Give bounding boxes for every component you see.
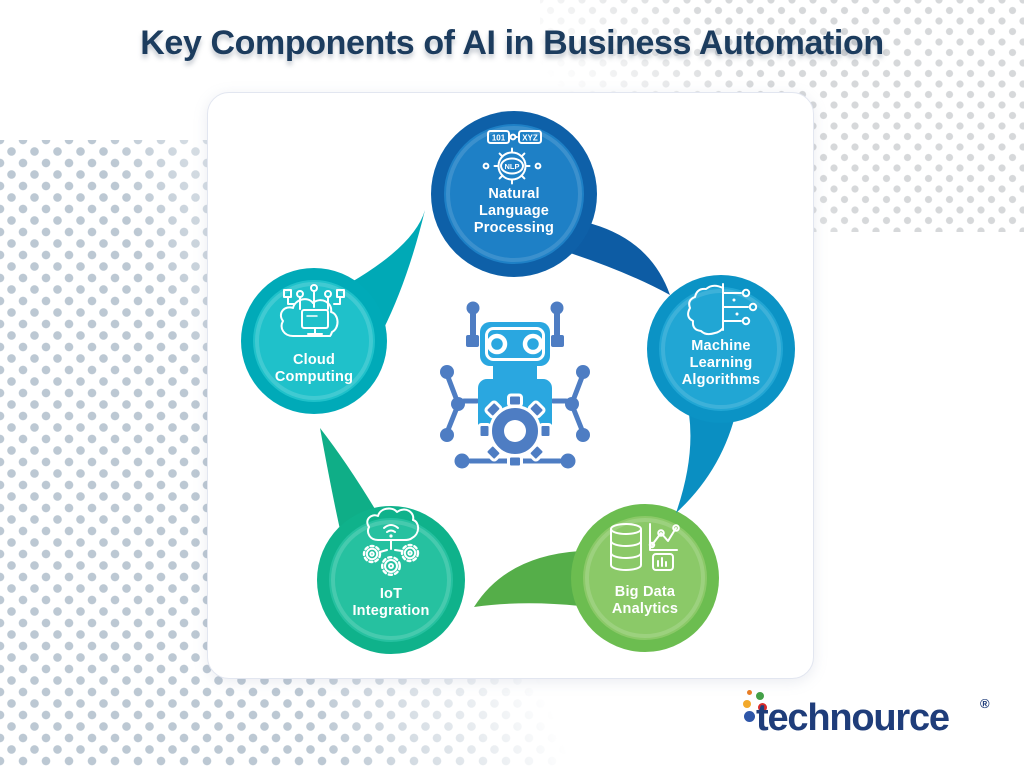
label-line: IoT xyxy=(379,586,403,602)
label-line: Cloud xyxy=(292,352,336,368)
logo-dot-red xyxy=(758,703,767,712)
logo-dot-blue xyxy=(744,711,755,722)
robot-antenna-tip-right xyxy=(550,301,564,315)
cloud-label: Cloud Computing xyxy=(239,352,389,386)
brand-name: technource xyxy=(756,697,950,739)
registered-mark: ® xyxy=(980,696,990,711)
nlp-oval-label: NLP xyxy=(505,162,520,171)
node-big-data-analytics xyxy=(571,504,719,652)
brand-logo: technource ® xyxy=(736,686,1006,748)
label-line: Algorithms xyxy=(681,372,761,388)
robot-eye-left xyxy=(486,333,508,355)
iot-label: IoT Integration xyxy=(316,586,466,620)
logo-dot-orange xyxy=(747,690,752,695)
label-line: Computing xyxy=(274,369,354,385)
logo-dot-green xyxy=(756,692,764,700)
robot-ear-left xyxy=(466,335,479,347)
robot-ear-right xyxy=(551,335,564,347)
page-title: Key Components of AI in Business Automat… xyxy=(140,24,884,62)
big-data-label: Big Data Analytics xyxy=(570,584,720,618)
robot-neck xyxy=(493,366,537,380)
label-line: Natural xyxy=(488,186,540,202)
label-line: Machine xyxy=(691,338,751,354)
bigdata-to-iot-connector xyxy=(474,551,580,607)
label-line: Language xyxy=(478,203,550,219)
nlp-tag-101: 101 xyxy=(492,134,506,143)
logo-dot-yellow xyxy=(743,700,751,708)
robot-eye-right xyxy=(522,333,544,355)
brain-circuit-icon xyxy=(687,283,758,336)
label-line: Analytics xyxy=(611,601,679,617)
label-line: Learning xyxy=(689,355,753,371)
label-line: Integration xyxy=(352,603,430,619)
ai-robot-gear-icon xyxy=(440,301,590,469)
robot-gear xyxy=(477,393,553,469)
node-iot-integration xyxy=(317,506,465,654)
node-cloud-computing xyxy=(241,268,387,414)
ml-to-bigdata-connector xyxy=(676,408,737,513)
label-line: Processing xyxy=(473,220,555,236)
label-line: Big Data xyxy=(614,584,676,600)
robot-antenna-tip-left xyxy=(466,301,480,315)
nlp-label: Natural Language Processing xyxy=(439,186,589,237)
nlp-tag-xyz: XYZ xyxy=(522,134,538,143)
ml-label: Machine Learning Algorithms xyxy=(646,338,796,389)
